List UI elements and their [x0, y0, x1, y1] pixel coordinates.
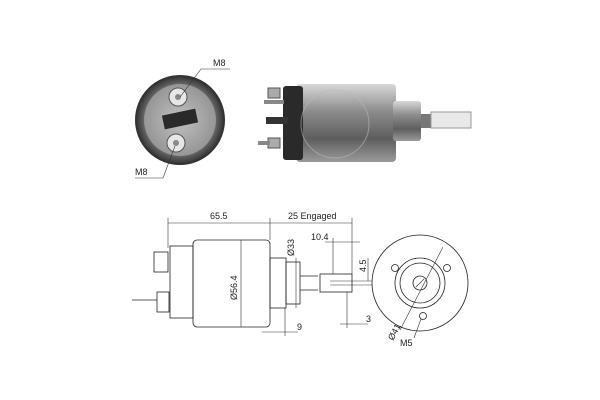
dim-nose-diameter: Ø33 [286, 239, 296, 256]
label-m8-top: M8 [213, 58, 226, 68]
watermark-logo [300, 89, 370, 159]
dim-tip-offset: 3 [366, 314, 371, 324]
dim-nose-length: 9 [297, 322, 302, 332]
mount-hole-icon [391, 264, 399, 272]
mount-hole-icon [419, 312, 427, 320]
end-drawing: Ø41 M5 [371, 234, 469, 348]
dim-engaged-travel: 25 Engaged [288, 211, 337, 221]
end-view-photo: M8 M8 [135, 58, 230, 179]
dim-slot-width: 4.5 [358, 259, 368, 272]
dim-mount-thread: M5 [400, 338, 413, 348]
dim-shaft-length: 10.4 [311, 232, 329, 242]
mount-hole-icon [443, 264, 451, 272]
side-drawing: 65.5 25 Engaged Ø56.4 Ø33 10.4 4.5 9 3 [132, 211, 372, 336]
dim-overall-length: 65.5 [210, 211, 228, 221]
dim-body-diameter: Ø56.4 [229, 275, 239, 300]
side-view-photo [258, 84, 472, 162]
label-m8-bottom: M8 [135, 167, 148, 177]
